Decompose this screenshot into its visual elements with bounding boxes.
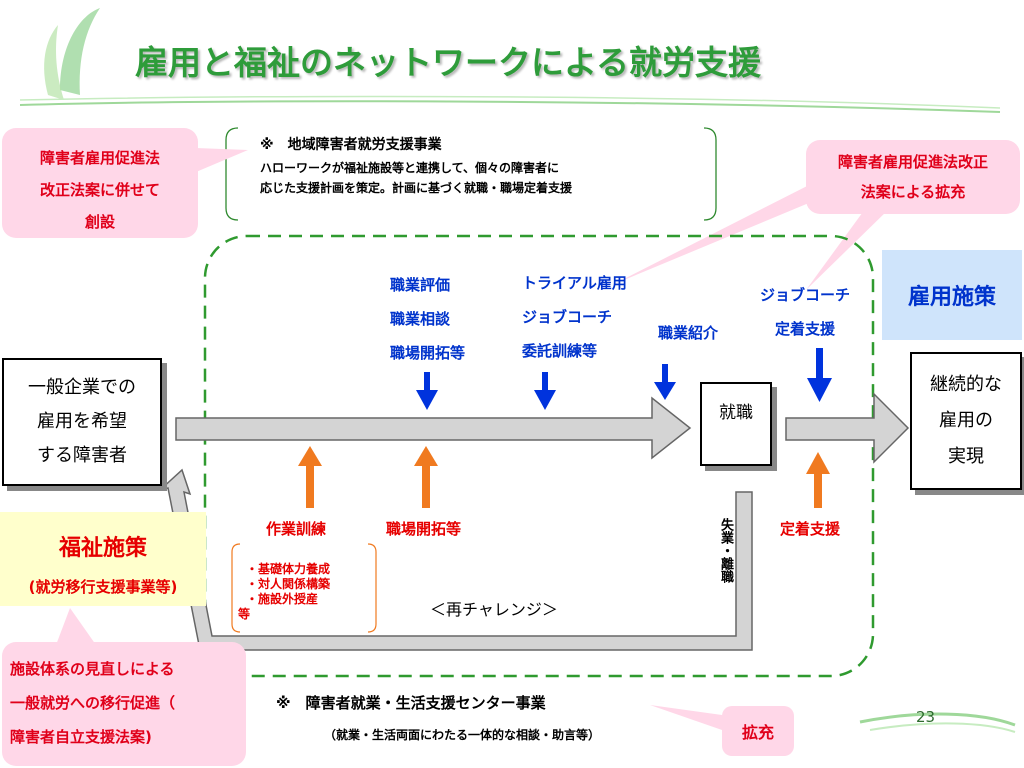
down-arrow-trial xyxy=(534,372,556,410)
start-box-job-seekers: 一般企業での 雇用を希望 する障害者 xyxy=(2,358,162,486)
expansion-label: 拡充 xyxy=(741,723,774,742)
end-line: 実現 xyxy=(948,446,984,467)
label-rechallenge: ＜再チャレンジ＞ xyxy=(430,600,558,619)
retention-flow-arrow xyxy=(785,392,910,464)
orange-up-arrows xyxy=(298,446,830,508)
right-callout-tail-2 xyxy=(806,205,890,290)
callout-line: 障害者雇用促進法 xyxy=(39,149,160,167)
welfare-policy-title: 福祉施策 xyxy=(58,536,147,561)
callout-line: 改正法案に併せて xyxy=(39,181,160,199)
blue-labels-col4: ジョブコーチ 定着支援 xyxy=(760,278,850,346)
down-arrow-assessment xyxy=(416,372,438,410)
employment-policy-box: 雇用施策 xyxy=(882,250,1022,340)
support-network-region xyxy=(203,234,875,678)
left-callout-tail xyxy=(196,148,248,172)
welfare-policy-box: 福祉施策 (就労移行支援事業等) xyxy=(0,512,206,606)
main-flow-arrow xyxy=(175,396,692,460)
label-job-evaluation: 職業評価 xyxy=(390,276,451,294)
note-line: 応じた支援計画を策定。計画に基づく就職・職場定着支援 xyxy=(260,181,573,195)
note-heading: ※ 地域障害者就労支援事業 xyxy=(260,137,442,153)
blue-labels-col1: 職業評価 職業相談 職場開拓等 xyxy=(390,268,465,370)
callout-line: 施設体系の見直しによる xyxy=(10,660,175,678)
label-commissioned-training: 委託訓練等 xyxy=(522,342,598,360)
up-arrow-training xyxy=(298,446,322,508)
start-line: する障害者 xyxy=(37,445,127,466)
label-trial-employment: トライアル雇用 xyxy=(522,274,627,292)
rechallenge-loop-arrow xyxy=(159,468,753,651)
start-line: 雇用を希望 xyxy=(37,411,127,432)
employment-label: 就職 xyxy=(719,403,753,423)
up-arrow-jobdev xyxy=(414,446,438,508)
label-retention-support-orange: 定着支援 xyxy=(780,520,841,538)
label-work-training: 作業訓練 xyxy=(266,520,327,538)
leaf-decoration-bottom xyxy=(859,712,1016,733)
detail-item: ・対人関係構築 xyxy=(246,577,331,591)
welfare-policy-sub: (就労移行支援事業等) xyxy=(28,578,178,596)
callout-law-expansion: 障害者雇用促進法改正 法案による拡充 xyxy=(806,140,1020,214)
detail-item: 等 xyxy=(238,607,251,621)
page-number: 23 xyxy=(916,708,936,726)
bottom-callout-tail xyxy=(56,608,96,645)
up-arrow-retention xyxy=(806,452,830,508)
callout-line: 創設 xyxy=(84,213,115,231)
label-job-coach-2: ジョブコーチ xyxy=(760,286,851,304)
note-line: ハローワークが福祉施設等と連携して、個々の障害者に xyxy=(260,161,560,175)
start-line: 一般企業での xyxy=(28,377,136,398)
right-callout-tail xyxy=(612,182,840,285)
support-center-note-heading: ※ 障害者就業・生活支援センター事業 xyxy=(276,694,546,712)
top-note-bracket xyxy=(225,127,717,221)
callout-facility-review: 施設体系の見直しによる 一般就労への移行促進（ 障害者自立支援法案) xyxy=(2,642,246,766)
down-arrow-jobcoach xyxy=(807,348,832,402)
callout-expansion: 拡充 xyxy=(722,706,794,756)
training-details-bracket xyxy=(231,543,377,633)
label-job-development-welfare: 職場開拓等 xyxy=(386,520,462,538)
callout-line: 法案による拡充 xyxy=(860,183,966,201)
label-job-consultation: 職業相談 xyxy=(390,310,451,328)
expansion-callout-tail xyxy=(650,705,722,730)
employment-policy-label: 雇用施策 xyxy=(907,285,996,310)
label-job-development: 職場開拓等 xyxy=(390,344,466,362)
down-arrow-placement xyxy=(654,364,676,400)
blue-labels-col2: トライアル雇用 ジョブコーチ 委託訓練等 xyxy=(522,266,627,368)
training-details: ・基礎体力養成 ・対人関係構築 ・施設外授産 等 xyxy=(238,562,330,622)
blue-down-arrows xyxy=(416,348,832,410)
label-job-coach: ジョブコーチ xyxy=(522,308,613,326)
callout-line: 障害者自立支援法案) xyxy=(10,728,152,746)
regional-support-note: ※ 地域障害者就労支援事業 ハローワークが福祉施設等と連携して、個々の障害者に … xyxy=(244,134,572,198)
detail-item: ・基礎体力養成 xyxy=(246,562,331,576)
page-title: 雇用と福祉のネットワークによる就労支援 xyxy=(135,43,762,82)
employment-box: 就職 xyxy=(700,382,772,466)
end-box-continued-employment: 継続的な 雇用の 実現 xyxy=(910,352,1022,490)
leaf-decoration-top xyxy=(19,8,1001,113)
detail-item: ・施設外授産 xyxy=(246,592,319,606)
label-lost-job: 失業・離職 xyxy=(718,518,733,583)
callout-line: 障害者雇用促進法改正 xyxy=(837,153,988,171)
end-line: 雇用の xyxy=(939,410,993,431)
label-retention-support: 定着支援 xyxy=(775,320,836,338)
callout-line: 一般就労への移行促進（ xyxy=(10,694,176,712)
end-line: 継続的な xyxy=(930,374,1002,395)
support-center-note-sub: （就業・生活両面にわたる一体的な相談・助言等） xyxy=(324,728,601,742)
label-job-placement: 職業紹介 xyxy=(658,324,719,342)
callout-employment-law: 障害者雇用促進法 改正法案に併せて 創設 xyxy=(2,128,198,238)
